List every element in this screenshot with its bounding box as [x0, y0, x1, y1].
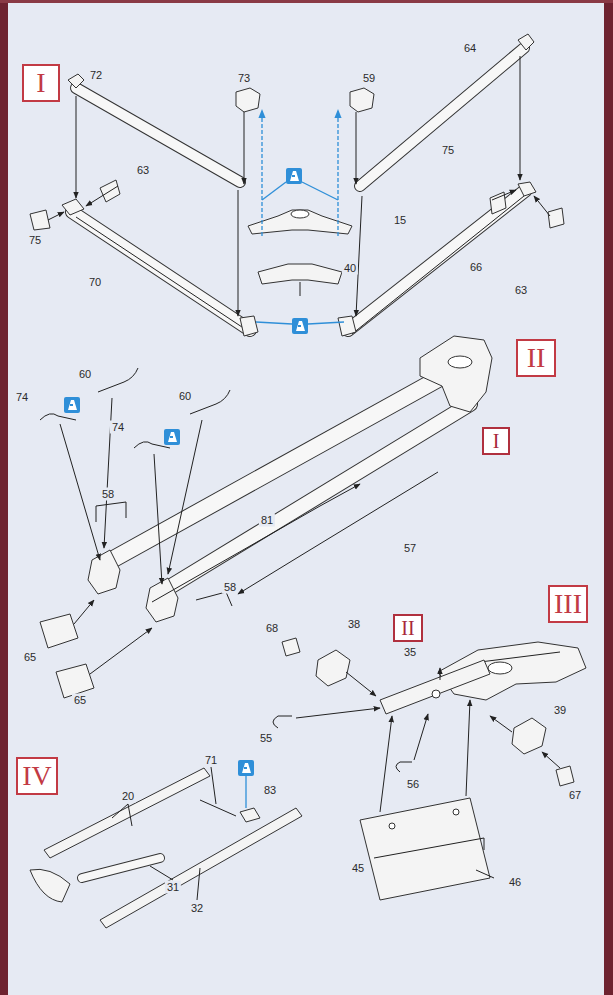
callout-number: 70 [87, 276, 103, 289]
callout-number: 75 [440, 144, 456, 157]
callout-number: 40 [342, 262, 358, 275]
callout-number: 66 [468, 261, 484, 274]
callout-number: 31 [165, 881, 181, 894]
subassembly-reference-box: II [393, 614, 423, 642]
callout-number: 68 [264, 622, 280, 635]
callout-number: 67 [567, 789, 583, 802]
callout-number: 55 [258, 732, 274, 745]
callout-number: 39 [552, 704, 568, 717]
step-number: II [527, 344, 546, 372]
callout-number: 72 [88, 69, 104, 82]
subassembly-reference-box: I [482, 427, 510, 455]
step-number: IV [22, 762, 52, 790]
callout-number: 38 [346, 618, 362, 631]
callout-number: 15 [392, 214, 408, 227]
callout-number: 65 [72, 694, 88, 707]
callout-number: 83 [262, 784, 278, 797]
callout-number: 59 [361, 72, 377, 85]
step-number: II [401, 618, 414, 638]
step-number: I [36, 69, 45, 97]
callout-number: 74 [14, 391, 30, 404]
callout-number: 73 [236, 72, 252, 85]
callout-number: 71 [203, 754, 219, 767]
step-number-box: II [516, 339, 556, 377]
callout-number: 58 [222, 581, 238, 594]
callout-number: 74 [110, 421, 126, 434]
callout-number: 81 [259, 514, 275, 527]
step-number: III [554, 590, 582, 618]
step-number: I [493, 431, 500, 451]
step-number-box: III [548, 585, 588, 623]
callout-number: 58 [100, 488, 116, 501]
callout-number: 56 [405, 778, 421, 791]
callout-number: 60 [177, 390, 193, 403]
step-number-box: IV [16, 757, 58, 795]
callout-number: 35 [402, 646, 418, 659]
callout-number: 32 [189, 902, 205, 915]
callout-number: 65 [22, 651, 38, 664]
callout-number: 46 [507, 876, 523, 889]
callout-number: 64 [462, 42, 478, 55]
callout-number: 20 [120, 790, 136, 803]
step-number-box: I [22, 64, 60, 102]
callout-number: 60 [77, 368, 93, 381]
callout-number: 63 [135, 164, 151, 177]
callout-number: 63 [513, 284, 529, 297]
callout-number: 75 [27, 234, 43, 247]
callout-number: 45 [350, 862, 366, 875]
callout-number: 57 [402, 542, 418, 555]
